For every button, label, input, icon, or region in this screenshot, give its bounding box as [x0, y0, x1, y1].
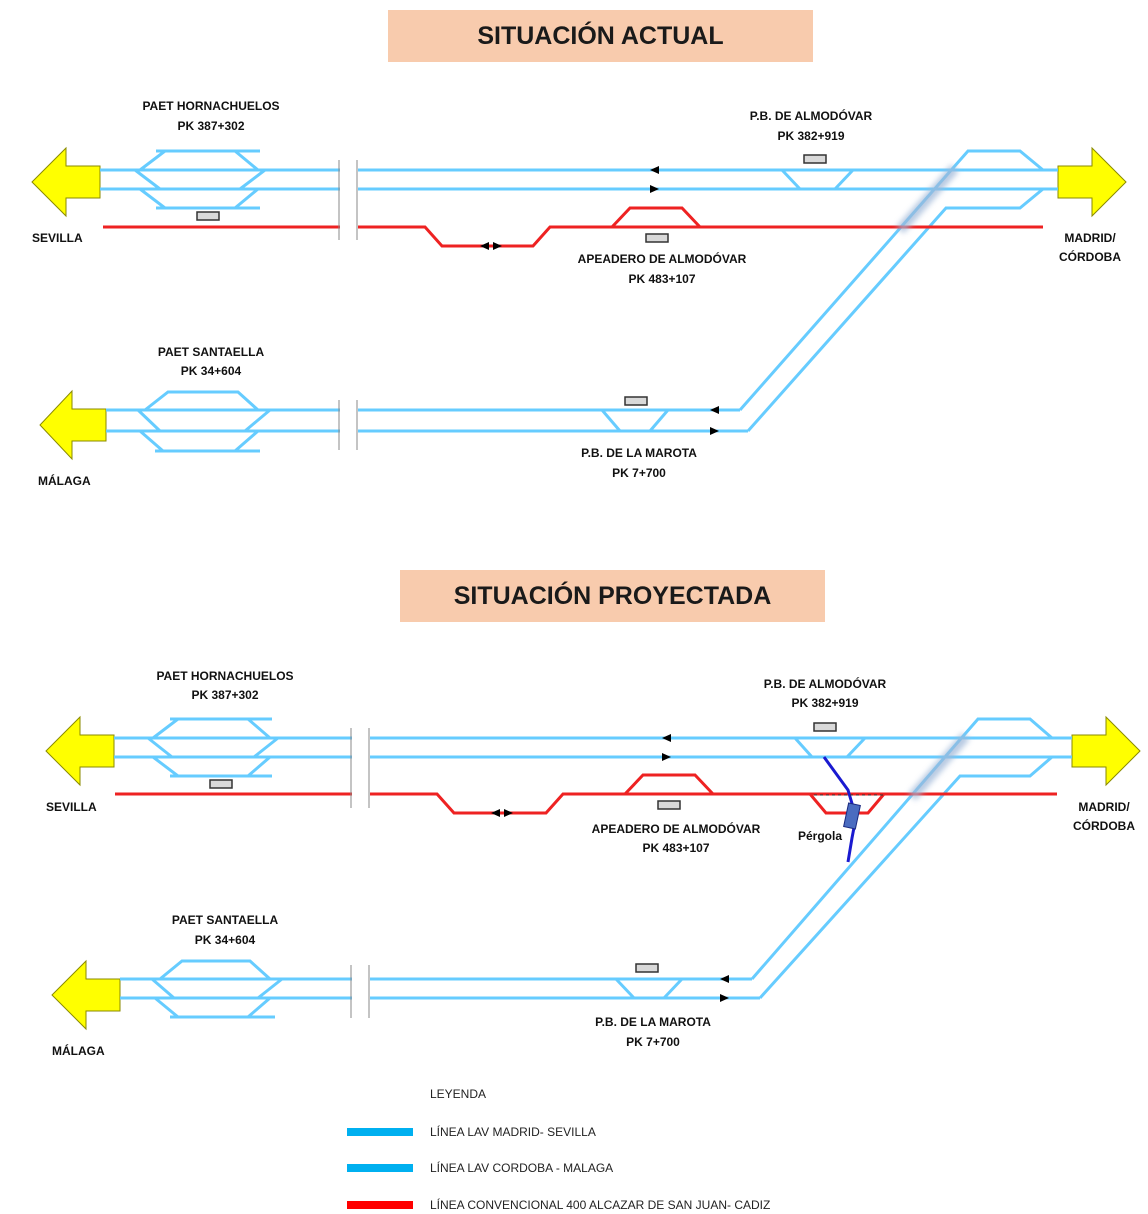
madrid-direction-arrow: [1057, 146, 1127, 218]
lav-madrid-sevilla-tracks: [100, 149, 1058, 453]
break-marks-2: [350, 728, 370, 1018]
direction-markers-2: [491, 734, 729, 1002]
label-pb-almodovar-2: P.B. DE ALMODÓVAR: [764, 676, 887, 691]
label-paet-hornachuelos-pk-2: PK 387+302: [191, 688, 258, 702]
lav-madrid-sevilla-tracks-2: [114, 717, 1072, 1019]
diagram-actual: PAET HORNACHUELOS PK 387+302 P.B. DE ALM…: [31, 99, 1127, 488]
label-malaga: MÁLAGA: [38, 473, 91, 488]
malaga-direction-arrow-2: [51, 959, 121, 1031]
label-paet-santaella-2: PAET SANTAELLA: [172, 913, 279, 927]
label-paet-hornachuelos-2: PAET HORNACHUELOS: [156, 669, 293, 683]
legend-title: LEYENDA: [430, 1087, 486, 1101]
label-sevilla-2: SEVILLA: [46, 800, 97, 814]
label-apeadero-pk-2: PK 483+107: [642, 841, 709, 855]
label-pb-almodovar-pk-2: PK 382+919: [791, 696, 858, 710]
label-paet-santaella-pk: PK 34+604: [181, 364, 242, 378]
label-sevilla: SEVILLA: [32, 231, 83, 245]
station-buildings: [196, 154, 827, 406]
sevilla-direction-arrow: [31, 146, 101, 218]
legend-label-convencional: LÍNEA CONVENCIONAL 400 ALCAZAR DE SAN JU…: [430, 1197, 770, 1212]
label-paet-santaella-pk-2: PK 34+604: [195, 933, 256, 947]
station-buildings-2: [209, 722, 837, 973]
madrid-direction-arrow-2: [1071, 715, 1141, 787]
label-apeadero-2: APEADERO DE ALMODÓVAR: [592, 821, 761, 836]
label-paet-hornachuelos: PAET HORNACHUELOS: [142, 99, 279, 113]
label-pergola: Pérgola: [798, 829, 842, 843]
title-situacion-actual: SITUACIÓN ACTUAL: [388, 10, 813, 62]
label-cordoba: CÓRDOBA: [1059, 249, 1121, 264]
legend-label-lav-madrid-sevilla: LÍNEA LAV MADRID- SEVILLA: [430, 1124, 596, 1139]
diagram-projected: PAET HORNACHUELOS PK 387+302 P.B. DE ALM…: [45, 669, 1141, 1058]
break-marks: [338, 160, 358, 450]
label-apeadero: APEADERO DE ALMODÓVAR: [578, 251, 747, 266]
label-apeadero-pk: PK 483+107: [628, 272, 695, 286]
label-pb-marota-2: P.B. DE LA MAROTA: [595, 1015, 711, 1029]
label-madrid: MADRID/: [1064, 231, 1116, 245]
label-paet-hornachuelos-pk: PK 387+302: [177, 119, 244, 133]
label-paet-santaella: PAET SANTAELLA: [158, 345, 265, 359]
malaga-direction-arrow: [39, 389, 107, 461]
legend-swatch-lav-madrid-sevilla: [347, 1128, 413, 1136]
label-pb-marota-pk: PK 7+700: [612, 466, 666, 480]
label-cordoba-2: CÓRDOBA: [1073, 818, 1135, 833]
legend-label-lav-cordoba-malaga: LÍNEA LAV CORDOBA - MALAGA: [430, 1160, 613, 1175]
label-malaga-2: MÁLAGA: [52, 1043, 105, 1058]
label-pb-almodovar: P.B. DE ALMODÓVAR: [750, 108, 873, 123]
legend-swatch-lav-cordoba-malaga: [347, 1164, 413, 1172]
label-madrid-2: MADRID/: [1078, 800, 1130, 814]
legend-swatch-convencional: [347, 1201, 413, 1209]
label-pb-marota-pk-2: PK 7+700: [626, 1035, 680, 1049]
label-pb-marota: P.B. DE LA MAROTA: [581, 446, 697, 460]
sevilla-direction-arrow-2: [45, 715, 115, 787]
direction-markers: [480, 166, 719, 435]
legend: LEYENDA LÍNEA LAV MADRID- SEVILLA LÍNEA …: [347, 1087, 770, 1212]
title-situacion-proyectada: SITUACIÓN PROYECTADA: [400, 570, 825, 622]
label-pb-almodovar-pk: PK 382+919: [777, 129, 844, 143]
pergola-link: [814, 756, 884, 863]
